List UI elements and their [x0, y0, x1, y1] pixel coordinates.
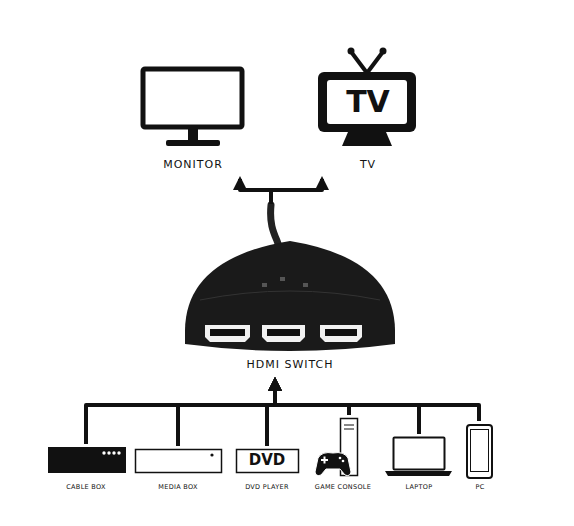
game-console-icon	[315, 419, 358, 476]
tv-icon	[318, 48, 416, 147]
cable-box-icon	[48, 447, 126, 473]
hdmi-switch-illustration	[185, 205, 395, 351]
device-label: DVD PLAYER	[245, 484, 289, 491]
source-device: DVD DVD PLAYER	[232, 446, 302, 494]
device-label: HDMI SWITCH	[246, 359, 333, 372]
device-label: CABLE BOX	[66, 484, 105, 491]
device-label: MEDIA BOX	[158, 484, 197, 491]
pc-icon	[467, 425, 492, 478]
device-label: LAPTOP	[406, 484, 433, 491]
device-mark: TV	[346, 85, 390, 120]
dvd-player-icon	[237, 450, 299, 473]
signal-arrow	[240, 179, 271, 204]
switch-node: HDMI SWITCH	[180, 204, 400, 375]
device-label: TV	[360, 159, 376, 172]
signal-arrow	[86, 380, 275, 444]
source-device: LAPTOP	[382, 434, 456, 494]
signal-arrow	[271, 179, 322, 204]
signal-arrow	[275, 380, 479, 421]
tv-node: TV TV	[312, 45, 424, 174]
monitor-icon	[143, 69, 242, 146]
media-box-icon	[136, 450, 222, 473]
device-mark: DVD	[249, 452, 286, 469]
source-device: PC	[462, 421, 498, 494]
signal-arrow	[178, 380, 275, 446]
device-label: GAME CONSOLE	[315, 484, 371, 491]
device-label: MONITOR	[163, 159, 223, 172]
source-device: GAME CONSOLE	[310, 415, 376, 494]
source-device: MEDIA BOX	[132, 446, 224, 494]
laptop-icon	[385, 438, 452, 477]
source-device: CABLE BOX	[44, 444, 128, 494]
signal-arrow	[275, 380, 349, 415]
monitor-node: MONITOR	[136, 50, 250, 174]
device-label: PC	[475, 484, 484, 491]
